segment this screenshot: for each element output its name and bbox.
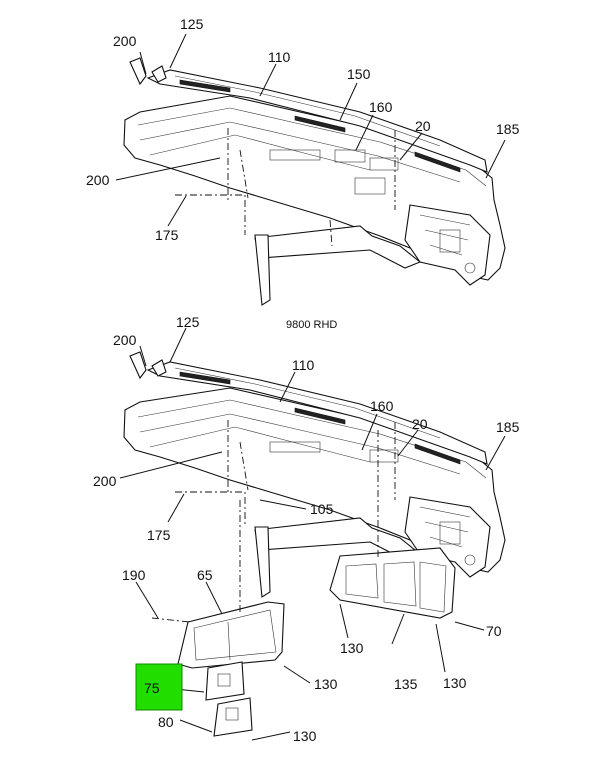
callout-160-top: 160 [369, 99, 393, 115]
callout-130-b: 130 [314, 676, 338, 692]
callout-130-a: 130 [340, 640, 364, 656]
callout-70: 70 [486, 623, 502, 639]
callout-65: 65 [197, 567, 213, 583]
callout-200-top-mid: 200 [86, 172, 110, 188]
callout-110-top: 110 [268, 49, 291, 65]
callout-135: 135 [394, 676, 418, 692]
callout-75: 75 [144, 680, 160, 696]
callout-130-d: 130 [293, 728, 317, 744]
callout-200-bottom-mid: 200 [93, 473, 117, 489]
callout-175-bottom: 175 [147, 527, 171, 543]
callout-185-bottom: 185 [496, 419, 520, 435]
callout-110-bottom: 110 [292, 357, 315, 373]
callout-200-top-left: 200 [113, 33, 137, 49]
top-dashboard-assembly [115, 33, 506, 306]
bottom-dashboard-assembly [119, 327, 506, 741]
callout-130-c: 130 [443, 675, 467, 691]
callout-185-top: 185 [496, 121, 520, 137]
callout-150-top: 150 [347, 66, 371, 82]
callout-190: 190 [122, 567, 146, 583]
callout-200-bottom-left: 200 [113, 332, 137, 348]
callout-125-top: 125 [180, 16, 204, 32]
callout-20-top: 20 [415, 118, 431, 134]
callout-160-bottom: 160 [370, 398, 394, 414]
callout-105: 105 [310, 501, 334, 517]
callout-80: 80 [158, 714, 174, 730]
highlight-box-75 [135, 663, 183, 711]
callout-125-bottom: 125 [176, 314, 200, 330]
callout-20-bottom: 20 [412, 416, 428, 432]
callout-175-top: 175 [155, 227, 179, 243]
diagram-caption: 9800 RHD [286, 319, 337, 331]
